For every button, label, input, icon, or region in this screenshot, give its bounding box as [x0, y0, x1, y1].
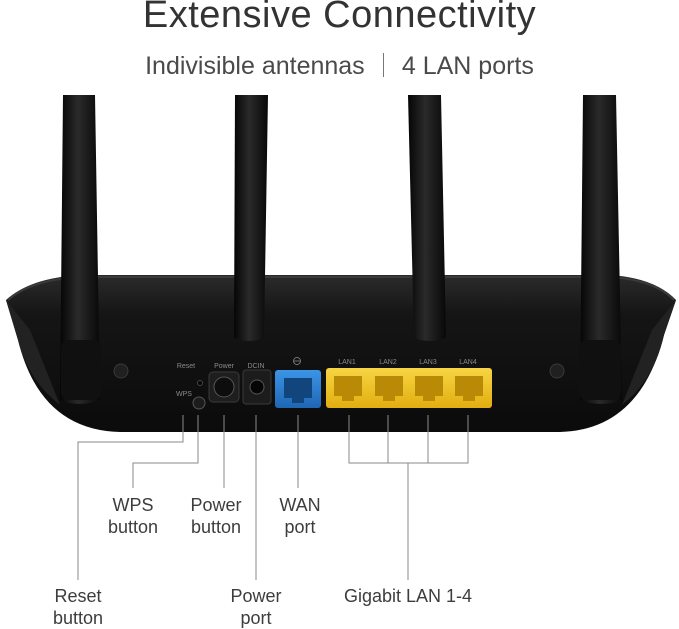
subtitle-lan-ports: 4 LAN ports — [401, 52, 534, 80]
power-button-label-line2: button — [190, 517, 242, 537]
panel-label-lan2: LAN2 — [379, 359, 397, 366]
lan-port-1 — [334, 376, 362, 401]
panel-label-lan4: LAN4 — [459, 359, 477, 366]
antenna-4-base — [579, 340, 621, 400]
gigabit-lan-label-text: Gigabit LAN 1-4 — [343, 586, 473, 606]
wan-port-socket — [284, 378, 312, 398]
wps-button-label: WPS button — [98, 494, 168, 538]
wan-label-line1: WAN — [279, 495, 321, 515]
panel-label-dcin: DCIN — [247, 363, 264, 370]
power-button-label-line1: Power — [190, 495, 242, 515]
lan-port-block — [326, 368, 492, 408]
power-port-label-line1: Power — [230, 586, 282, 606]
lan-port-4 — [455, 376, 483, 401]
router-body-top-edge — [7, 276, 675, 301]
dcin-jack — [249, 379, 265, 395]
reset-button-label: Reset button — [43, 585, 113, 629]
antenna-3 — [408, 95, 446, 341]
screw-left — [113, 363, 129, 379]
page-title: Extensive Connectivity — [142, 0, 537, 36]
gigabit-lan-label: Gigabit LAN 1-4 — [328, 585, 488, 607]
power-button-label: Power button — [181, 494, 251, 538]
router-side-right — [622, 300, 676, 405]
reset-label-line2: button — [52, 608, 104, 628]
power-port-label: Power port — [221, 585, 291, 629]
antenna-4 — [580, 95, 622, 404]
callout-line-wps — [132, 415, 199, 488]
antenna-1-base — [61, 340, 101, 400]
wan-globe-icon — [293, 357, 301, 365]
panel-label-reset: Reset — [177, 363, 195, 370]
wps-label-line2: button — [107, 517, 159, 537]
power-port-label-line2: port — [240, 608, 272, 628]
router-side-left — [6, 300, 60, 405]
page-subtitle: Indivisible antennas 4 LAN ports — [0, 52, 679, 81]
reset-pinhole — [197, 380, 203, 386]
callout-lines — [77, 415, 469, 580]
power-button-shape — [213, 376, 235, 398]
panel-label-wps: WPS — [176, 391, 192, 398]
antenna-2 — [234, 95, 268, 341]
wps-label-line1: WPS — [112, 495, 154, 515]
antenna-1 — [60, 95, 100, 404]
callout-line-lan — [348, 415, 469, 580]
panel-label-lan3: LAN3 — [419, 359, 437, 366]
lan-port-group — [326, 368, 492, 408]
screw-right — [549, 363, 565, 379]
wan-port-label: WAN port — [265, 494, 335, 538]
subtitle-antennas: Indivisible antennas — [145, 52, 365, 80]
panel-label-power: Power — [214, 363, 235, 370]
reset-label-line1: Reset — [54, 586, 102, 606]
callout-line-reset — [77, 415, 184, 580]
wps-button-shape — [192, 396, 206, 410]
panel-label-lan1: LAN1 — [338, 359, 356, 366]
lan-port-3 — [415, 376, 443, 401]
router-body — [6, 275, 676, 432]
subtitle-divider — [382, 53, 384, 77]
lan-port-2 — [375, 376, 403, 401]
wan-label-line2: port — [284, 517, 316, 537]
